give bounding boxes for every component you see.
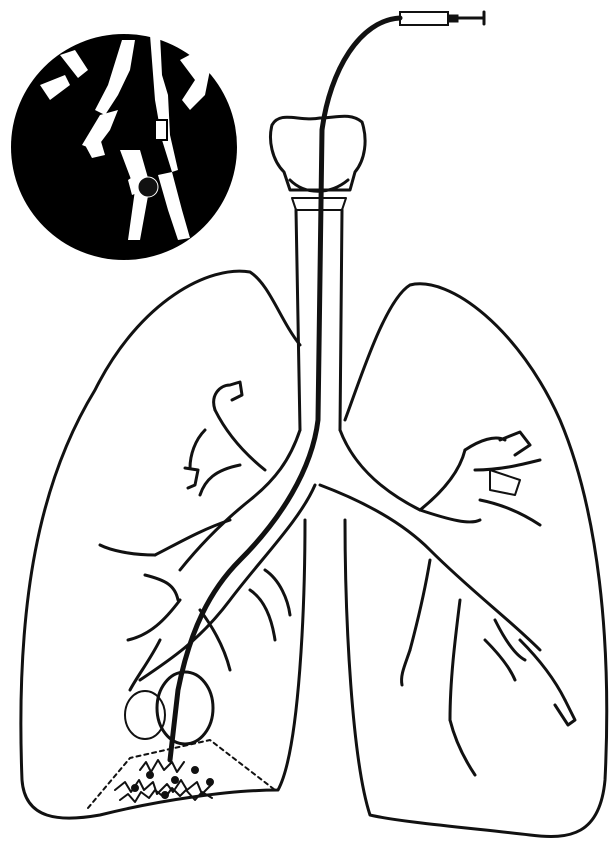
left-lung — [345, 284, 607, 837]
syringe — [400, 12, 484, 25]
syringe-barrel — [400, 12, 448, 25]
syringe-hub — [448, 15, 458, 22]
inset-magnified-view — [11, 34, 237, 260]
alveolar-region — [115, 760, 213, 802]
balloon-wedge — [88, 672, 275, 808]
bronchial-tree — [100, 382, 575, 775]
larynx — [271, 116, 366, 210]
balloon — [157, 672, 213, 744]
right-lung — [21, 271, 305, 818]
